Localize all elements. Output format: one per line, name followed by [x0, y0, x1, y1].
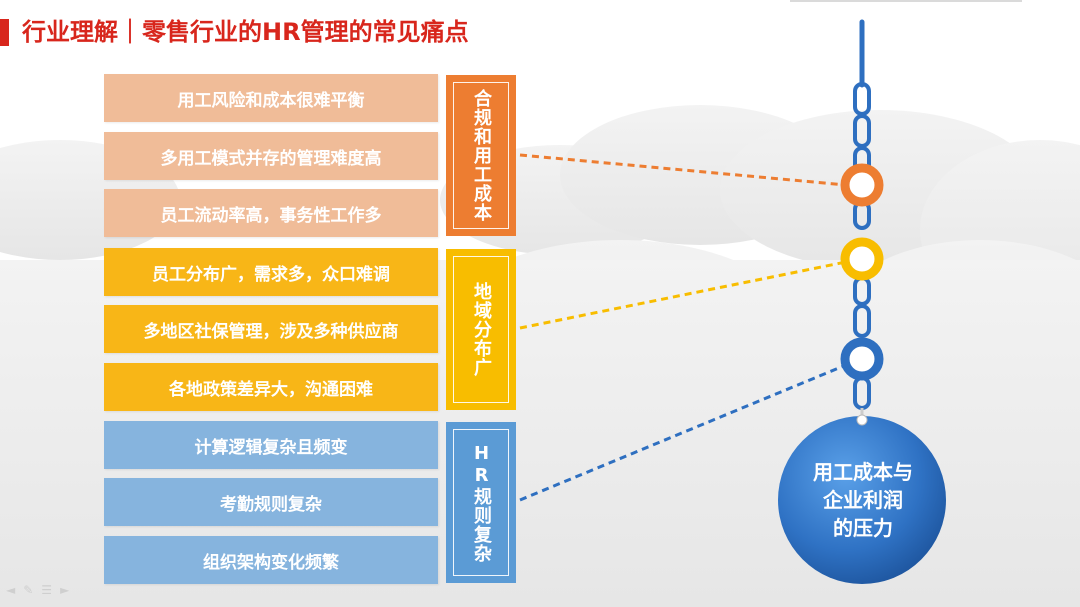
- category-region: 地域分布广: [446, 249, 516, 410]
- pain-point-item: 考勤规则复杂: [104, 478, 438, 526]
- back-arrow-icon[interactable]: ◄: [6, 583, 16, 597]
- forward-arrow-icon[interactable]: ►: [60, 583, 70, 597]
- weight-label: 用工成本与 企业利润 的压力: [813, 460, 913, 540]
- top-divider: [790, 0, 1022, 2]
- menu-icon[interactable]: ☰: [41, 583, 53, 597]
- pain-point-item: 计算逻辑复杂且频变: [104, 421, 438, 469]
- ring-orange: [840, 163, 884, 207]
- weight-ball: [778, 416, 946, 584]
- connector-blue: [519, 363, 847, 502]
- pain-point-item: 多用工模式并存的管理难度高: [104, 132, 438, 180]
- pain-point-item: 员工流动率高，事务性工作多: [104, 189, 438, 237]
- pain-point-item: 多地区社保管理，涉及多种供应商: [104, 305, 438, 353]
- connector-orange: [519, 153, 847, 187]
- pain-point-item: 员工分布广，需求多，众口难调: [104, 248, 438, 296]
- title-accent-bar: [0, 19, 9, 46]
- slide-nav: ◄ ✎ ☰ ►: [6, 583, 69, 597]
- chain-link: [853, 376, 871, 410]
- ring-yellow: [840, 237, 884, 281]
- pain-point-item: 用工风险和成本很难平衡: [104, 74, 438, 122]
- pain-point-item: 组织架构变化频繁: [104, 536, 438, 584]
- connector-yellow: [519, 260, 847, 330]
- category-compliance: 合规和用工成本: [446, 75, 516, 236]
- pain-point-item: 各地政策差异大，沟通困难: [104, 363, 438, 411]
- chain-link: [853, 304, 871, 338]
- category-label: 地域分布广: [471, 282, 492, 377]
- category-label: HR规则复杂: [471, 442, 492, 563]
- category-label: 合规和用工成本: [471, 89, 492, 222]
- page-title: 行业理解｜零售行业的HR管理的常见痛点: [22, 18, 469, 46]
- pen-icon[interactable]: ✎: [23, 583, 34, 597]
- category-hr-rules: HR规则复杂: [446, 422, 516, 583]
- chain-link: [853, 114, 871, 148]
- chain-link: [853, 276, 871, 306]
- ring-blue: [840, 337, 884, 381]
- chain-link: [853, 82, 871, 116]
